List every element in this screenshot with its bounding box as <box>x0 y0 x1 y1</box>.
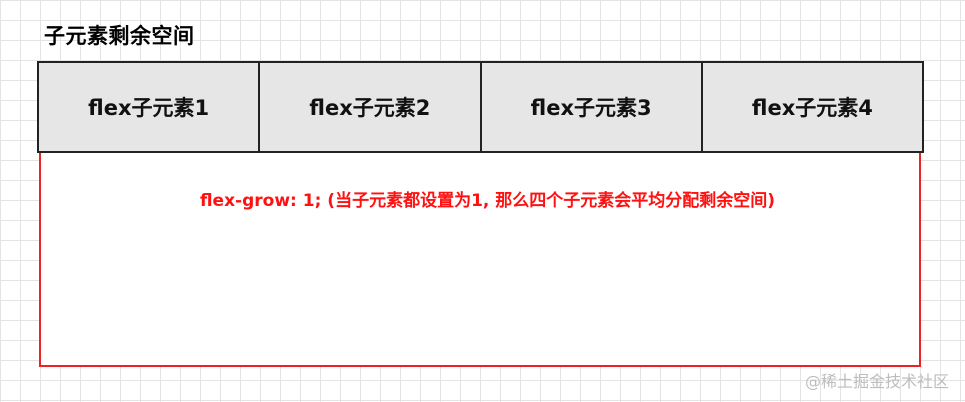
flex-child-4: flex子元素4 <box>702 63 922 151</box>
diagram-title: 子元素剩余空间 <box>44 24 195 48</box>
flex-child-3: flex子元素3 <box>481 63 703 151</box>
watermark-text: @稀土掘金技术社区 <box>804 372 949 391</box>
flex-grow-annotation: flex-grow: 1; (当子元素都设置为1, 那么四个子元素会平均分配剩余… <box>199 191 776 211</box>
flex-child-1: flex子元素1 <box>39 63 261 151</box>
flex-children-row: flex子元素1 flex子元素2 flex子元素3 flex子元素4 <box>37 61 924 153</box>
flex-child-2: flex子元素2 <box>260 63 482 151</box>
